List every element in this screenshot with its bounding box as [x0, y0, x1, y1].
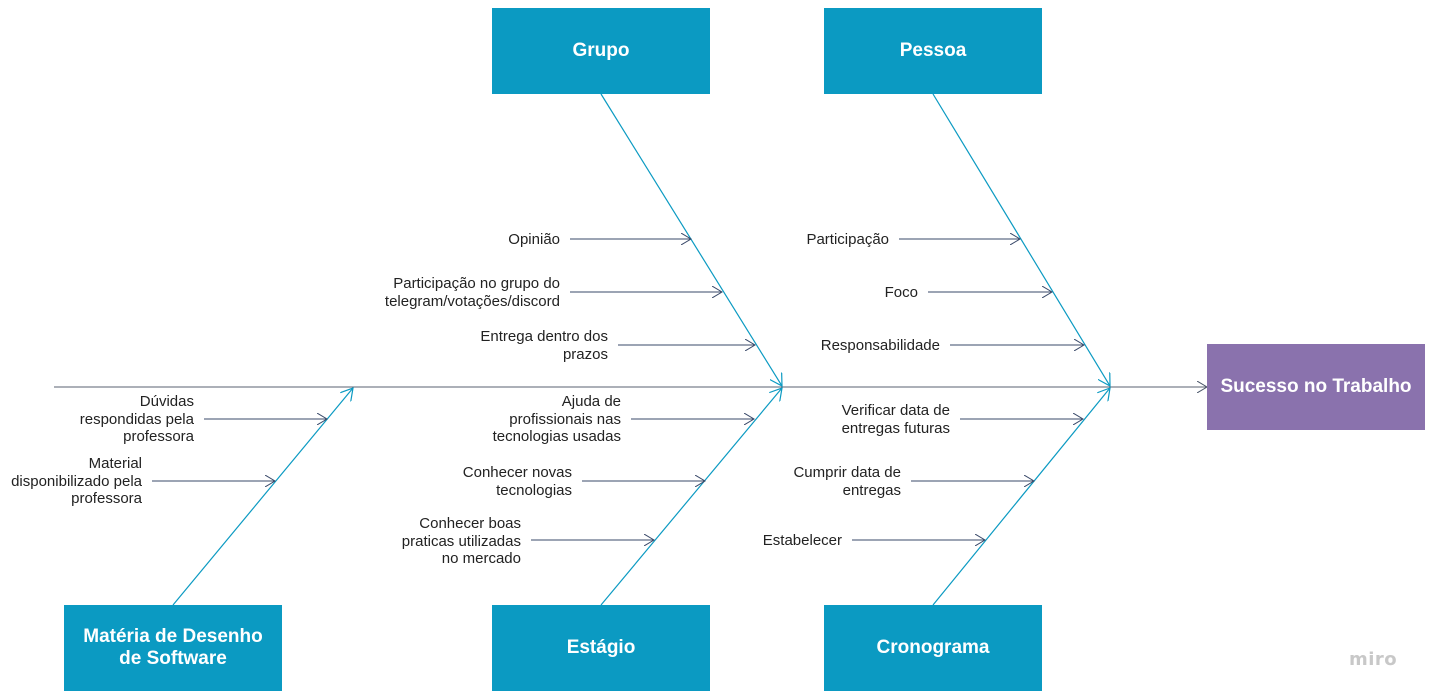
- cause-label: Responsabilidade: [820, 337, 940, 354]
- category-materia[interactable]: Matéria de Desenho de Software: [64, 605, 282, 691]
- bone-materia: [172, 388, 353, 606]
- bone-pessoa: [932, 93, 1110, 386]
- bone-estagio: [600, 388, 782, 606]
- category-estagio[interactable]: Estágio: [492, 605, 710, 691]
- category-grupo-label: Grupo: [572, 40, 630, 61]
- category-materia-label: Matéria de Desenho de Software: [83, 626, 263, 669]
- effect-box[interactable]: Sucesso no Trabalho: [1207, 344, 1425, 430]
- cause-label: Foco: [884, 284, 918, 301]
- cause-label: Entrega dentro dos prazos: [480, 328, 608, 363]
- category-cronograma-label: Cronograma: [876, 637, 990, 658]
- cause-label: Material disponibilizado pela professora: [11, 455, 142, 507]
- cause-label: Dúvidas respondidas pela professora: [79, 393, 194, 445]
- cause-label: Participação: [806, 231, 889, 248]
- category-pessoa[interactable]: Pessoa: [824, 8, 1042, 94]
- cause-label: Ajuda de profissionais nas tecnologias u…: [492, 393, 621, 445]
- category-cronograma[interactable]: Cronograma: [824, 605, 1042, 691]
- cause-label: Participação no grupo do telegram/votaçõ…: [384, 275, 560, 310]
- category-estagio-label: Estágio: [566, 637, 636, 658]
- cause-label: Opinião: [508, 231, 560, 248]
- cause-label: Verificar data de entregas futuras: [841, 402, 950, 437]
- effect-label: Sucesso no Trabalho: [1220, 376, 1412, 397]
- miro-logo: miro: [1349, 649, 1398, 670]
- category-grupo[interactable]: Grupo: [492, 8, 710, 94]
- cause-label: Conhecer boas praticas utilizadas no mer…: [401, 515, 521, 567]
- cause-label: Conhecer novas tecnologias: [462, 464, 572, 499]
- bone-cronograma: [932, 388, 1110, 606]
- bone-grupo: [600, 93, 782, 386]
- cause-label: Estabelecer: [762, 532, 842, 549]
- cause-label: Cumprir data de entregas: [793, 464, 901, 499]
- category-pessoa-label: Pessoa: [899, 40, 967, 61]
